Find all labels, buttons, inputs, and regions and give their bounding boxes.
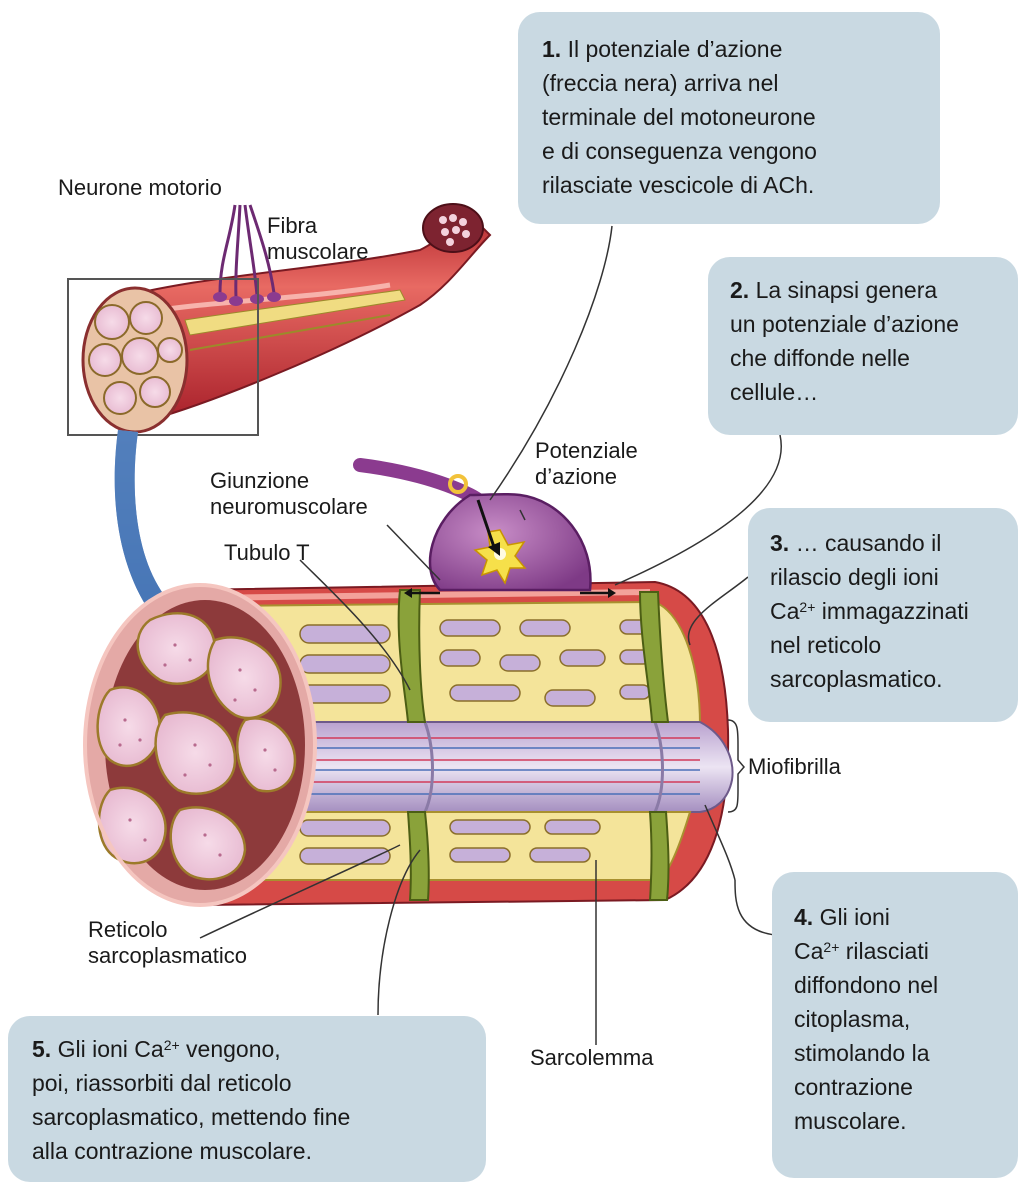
label-giunzione-l2: neuromuscolare bbox=[210, 494, 368, 520]
step-3-ca: Ca bbox=[770, 598, 799, 624]
step-4-ca: Ca bbox=[794, 938, 823, 964]
step-1-line-5: rilasciate vescicole di ACh. bbox=[542, 168, 916, 202]
step-5-text-1a: Gli ioni Ca bbox=[58, 1036, 164, 1062]
step-3-number: 3. bbox=[770, 530, 789, 556]
step-box-5: 5. Gli ioni Ca2+ vengono, poi, riassorbi… bbox=[8, 1016, 486, 1182]
step-3-text-1: … causando il bbox=[796, 530, 942, 556]
label-sarcolemma: Sarcolemma bbox=[530, 1045, 653, 1071]
step-4-line-2: Ca2+ rilasciati bbox=[794, 934, 996, 968]
step-4-text-2: rilasciati bbox=[839, 938, 928, 964]
step-2-number: 2. bbox=[730, 277, 749, 303]
step-5-line-2: poi, riassorbiti dal reticolo bbox=[32, 1066, 462, 1100]
step-5-text-1b: vengono, bbox=[180, 1036, 281, 1062]
label-potenziale-azione: Potenziale d’azione bbox=[535, 438, 638, 490]
large-muscle-fiber bbox=[85, 582, 733, 905]
step-4-line-1: 4. Gli ioni bbox=[794, 900, 996, 934]
step-4-number: 4. bbox=[794, 904, 813, 930]
step-3-ca-charge: 2+ bbox=[799, 599, 815, 615]
step-box-2: 2. La sinapsi genera un potenziale d’azi… bbox=[708, 257, 1018, 435]
step-1-line-2: (freccia nera) arriva nel bbox=[542, 66, 916, 100]
step-box-1: 1. Il potenziale d’azione (freccia nera)… bbox=[518, 12, 940, 224]
step-2-line-4: cellule… bbox=[730, 375, 996, 409]
label-reticolo-l2: sarcoplasmatico bbox=[88, 943, 247, 969]
step-4-ca-charge: 2+ bbox=[823, 939, 839, 955]
step-5-line-3: sarcoplasmatico, mettendo fine bbox=[32, 1100, 462, 1134]
step-1-number: 1. bbox=[542, 36, 561, 62]
step-3-line-3: Ca2+ immagazzinati bbox=[770, 594, 996, 628]
step-box-3: 3. … causando il rilascio degli ioni Ca2… bbox=[748, 508, 1018, 722]
step-4-line-6: contrazione bbox=[794, 1070, 996, 1104]
step-3-text-3: immagazzinati bbox=[815, 598, 968, 624]
step-3-line-1: 3. … causando il bbox=[770, 526, 996, 560]
step-1-line-4: e di conseguenza vengono bbox=[542, 134, 916, 168]
step-2-line-1: 2. La sinapsi genera bbox=[730, 273, 996, 307]
step-3-line-5: sarcoplasmatico. bbox=[770, 662, 996, 696]
step-5-number: 5. bbox=[32, 1036, 51, 1062]
step-4-text-1: Gli ioni bbox=[820, 904, 890, 930]
step-5-line-1: 5. Gli ioni Ca2+ vengono, bbox=[32, 1032, 462, 1066]
step-1-line-3: terminale del motoneurone bbox=[542, 100, 916, 134]
label-potenziale-azione-l1: Potenziale bbox=[535, 438, 638, 464]
step-2-line-2: un potenziale d’azione bbox=[730, 307, 996, 341]
label-miofibrilla: Miofibrilla bbox=[748, 754, 841, 780]
step-box-4: 4. Gli ioni Ca2+ rilasciati diffondono n… bbox=[772, 872, 1018, 1178]
step-2-text-1: La sinapsi genera bbox=[756, 277, 938, 303]
step-4-line-3: diffondono nel bbox=[794, 968, 996, 1002]
label-neurone-motorio: Neurone motorio bbox=[58, 175, 222, 201]
label-giunzione-l1: Giunzione bbox=[210, 468, 368, 494]
label-reticolo-l1: Reticolo bbox=[88, 917, 247, 943]
step-1-text-1: Il potenziale d’azione bbox=[568, 36, 783, 62]
step-4-line-4: citoplasma, bbox=[794, 1002, 996, 1036]
step-5-ca-charge: 2+ bbox=[164, 1037, 180, 1053]
label-fibra-muscolare-l1: Fibra bbox=[267, 213, 368, 239]
step-5-line-4: alla contrazione muscolare. bbox=[32, 1134, 462, 1168]
step-3-line-2: rilascio degli ioni bbox=[770, 560, 996, 594]
label-reticolo-sarcoplasmatico: Reticolo sarcoplasmatico bbox=[88, 917, 247, 969]
step-4-line-5: stimolando la bbox=[794, 1036, 996, 1070]
label-fibra-muscolare: Fibra muscolare bbox=[267, 213, 368, 265]
step-3-line-4: nel reticolo bbox=[770, 628, 996, 662]
label-tubulo-t: Tubulo T bbox=[224, 540, 310, 566]
label-giunzione-neuromuscolare: Giunzione neuromuscolare bbox=[210, 468, 368, 520]
step-2-line-3: che diffonde nelle bbox=[730, 341, 996, 375]
label-potenziale-azione-l2: d’azione bbox=[535, 464, 638, 490]
step-4-line-7: muscolare. bbox=[794, 1104, 996, 1138]
label-fibra-muscolare-l2: muscolare bbox=[267, 239, 368, 265]
step-1-line-1: 1. Il potenziale d’azione bbox=[542, 32, 916, 66]
